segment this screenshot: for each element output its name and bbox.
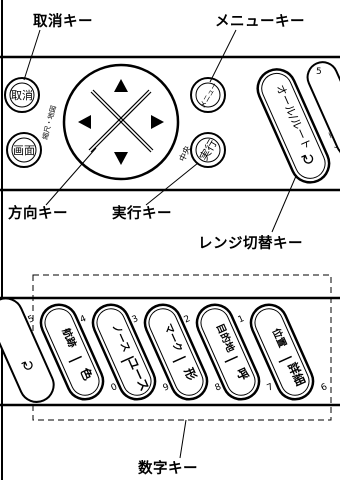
arrow-up-icon[interactable] — [114, 79, 128, 92]
menu-key[interactable]: メニュー — [190, 77, 226, 113]
number-key-lower-digit: 8 — [214, 382, 224, 394]
number-key-lower-digit: 9 — [162, 382, 172, 394]
screen-key-sublabel: 縮尺・地図 — [40, 104, 58, 140]
direction-key-callout: 方向キー — [8, 206, 68, 222]
partial-range-key: ↻ — [0, 297, 55, 403]
arrow-right-icon[interactable] — [151, 115, 164, 129]
number-key-separator — [278, 355, 292, 363]
number-key-digit: 2 — [183, 314, 192, 325]
cancel-key[interactable]: 取消 — [4, 77, 40, 113]
number-key-sub-label: 呼 — [233, 365, 252, 382]
number-key-digit: 1 — [237, 314, 246, 325]
leader-execute — [145, 162, 199, 206]
arrow-left-icon[interactable] — [78, 115, 91, 129]
cancel-key-callout: 取消キー — [33, 14, 93, 30]
number-keys-callout: 数字キー — [138, 461, 198, 477]
screen-key-label: 画面 — [13, 144, 35, 157]
leader-number-keys — [179, 419, 187, 459]
range-switch-key-callout: レンジ切替キー — [198, 236, 303, 252]
execute-key-callout: 実行キー — [112, 206, 172, 222]
number-key-separator — [68, 355, 82, 363]
cancel-key-label: 取消 — [11, 88, 33, 102]
screen-key[interactable]: 画面 — [6, 132, 42, 168]
execute-key-sublabel: 中央 — [177, 144, 193, 163]
number-key-digit: 5 — [27, 314, 36, 325]
leader-direction — [45, 147, 97, 206]
leader-menu — [209, 29, 237, 83]
leader-cancel — [23, 29, 41, 81]
partial-key-digit: 5 — [316, 67, 322, 77]
menu-key-callout: メニューキー — [215, 14, 305, 30]
number-key-separator — [172, 355, 186, 363]
leader-range — [271, 175, 297, 233]
number-key-sub-label: 色 — [77, 365, 96, 382]
number-key-lower-digit: 0 — [110, 382, 120, 394]
execute-key[interactable]: 実行 — [190, 132, 226, 168]
partial-key-right — [306, 61, 340, 158]
arrow-down-icon[interactable] — [114, 152, 128, 165]
number-key-digit: 3 — [131, 314, 140, 325]
number-key-lower-digit: 7 — [266, 382, 275, 393]
number-key-separator — [120, 355, 134, 363]
number-key-separator — [224, 355, 238, 363]
number-key-sub-label: 形 — [181, 366, 199, 383]
direction-pad[interactable] — [62, 63, 180, 181]
number-key-lower-digit: 6 — [320, 382, 330, 394]
number-key-digit: 4 — [79, 314, 89, 326]
